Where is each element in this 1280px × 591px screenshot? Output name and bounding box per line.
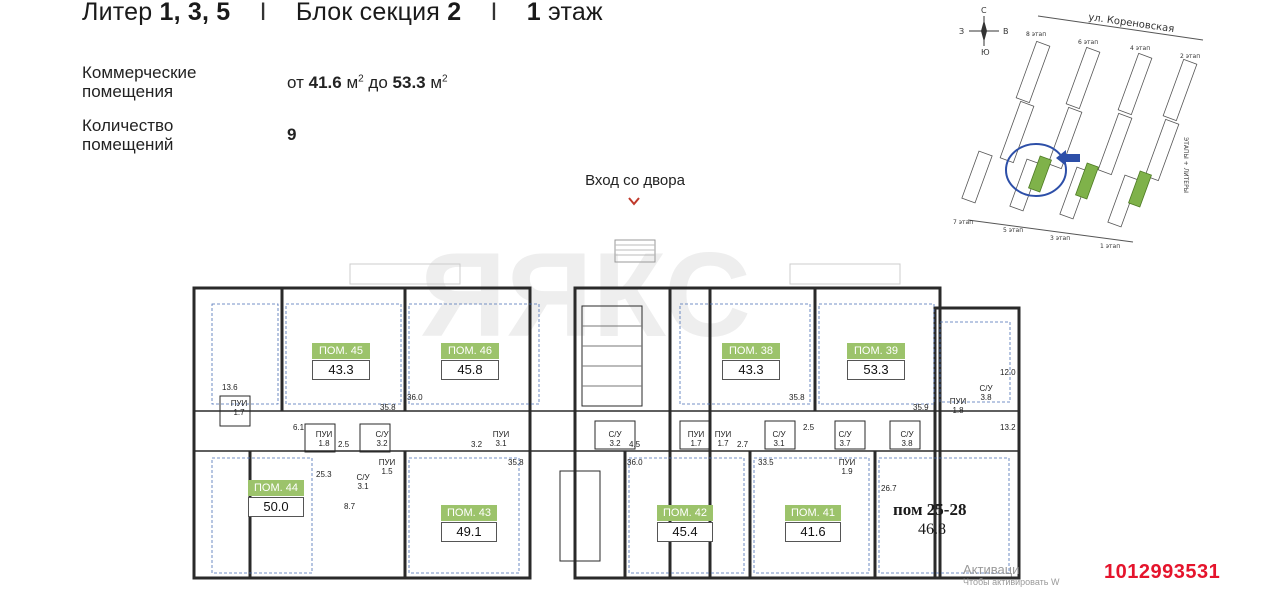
activation-watermark: Активаци Чтобы активировать W — [963, 563, 1059, 588]
area-to: 53.3 — [392, 73, 426, 92]
area-unit: м — [430, 73, 443, 92]
compass-icon — [969, 16, 999, 46]
room-tag[interactable]: ПОМ. 39 — [847, 343, 905, 359]
count-value: 9 — [287, 125, 297, 144]
plan-small-label: ПУИ 1.7 — [687, 430, 705, 448]
room-tag[interactable]: ПОМ. 45 — [312, 343, 370, 359]
area-from: 41.6 — [308, 73, 342, 92]
liter-value: 1, 3, 5 — [159, 0, 231, 26]
activation-watermark-line2: Чтобы активировать W — [963, 577, 1060, 587]
floor-plan: ЯЯКС — [192, 236, 1021, 580]
stage-label-2: 2 этап — [1180, 53, 1200, 60]
room-area: 41.6 — [785, 522, 841, 542]
room-tag[interactable]: ПОМ. 41 — [785, 505, 841, 521]
plan-small-label: 35.8 — [508, 458, 524, 467]
stage-label-6: 6 этап — [1078, 39, 1098, 46]
plan-small-label: ПУИ 3.1 — [492, 430, 510, 448]
count-label: Количество помещений — [82, 116, 174, 154]
plan-small-label: 4.5 — [629, 440, 641, 449]
plan-small-label: ПУИ 1.5 — [378, 458, 396, 476]
plan-small-label: С/У 3.7 — [838, 430, 852, 448]
plan-small-label: ПУИ 1.8 — [949, 397, 967, 415]
title-separator: I — [259, 0, 267, 26]
room-tag[interactable]: ПОМ. 42 — [657, 505, 713, 521]
plan-small-label: 35.8 — [380, 403, 396, 412]
room-area: 43.3 — [312, 360, 370, 380]
plan-small-label: 13.6 — [222, 383, 238, 392]
pointer-arrow-icon — [1056, 150, 1080, 166]
site-minimap: С Ю З В ул. Кореновская 8 этап 6 этап 4 … — [953, 6, 1204, 250]
merged-room-area: 46.8 — [918, 521, 946, 538]
merged-room-label: пом 25-28 — [893, 500, 967, 519]
stage-label-5: 5 этап — [1003, 227, 1023, 234]
compass-north: С — [981, 6, 987, 15]
room-area: 53.3 — [847, 360, 905, 380]
plan-small-label: 2.7 — [737, 440, 749, 449]
room-tag[interactable]: ПОМ. 38 — [722, 343, 780, 359]
liter-word: Литер — [82, 0, 153, 26]
stage-label-3: 3 этап — [1050, 235, 1070, 242]
plan-small-label: С/У 3.1 — [356, 473, 370, 491]
stage-label-8: 8 этап — [1026, 31, 1046, 38]
plan-small-label: 36.0 — [627, 458, 643, 467]
plan-small-label: С/У 3.2 — [608, 430, 622, 448]
compass-east: В — [1003, 27, 1009, 36]
plan-small-label: 8.7 — [344, 502, 356, 511]
plan-small-label: 36.0 — [407, 393, 423, 402]
floor-word: этаж — [548, 0, 603, 26]
plan-small-label: С/У 3.8 — [900, 430, 914, 448]
plan-small-label: ПУИ 1.9 — [838, 458, 856, 476]
floor-value: 1 — [526, 0, 541, 26]
street-label: ул. Кореновская — [1088, 12, 1175, 35]
plan-small-label: 26.7 — [881, 484, 897, 493]
plan-small-label: ПУИ 1.7 — [714, 430, 732, 448]
area-to-word: до — [368, 73, 388, 92]
highlight-ring — [1005, 143, 1067, 197]
room-area: 45.8 — [441, 360, 499, 380]
room-area: 43.3 — [722, 360, 780, 380]
plan-small-label: С/У 3.8 — [979, 384, 993, 402]
section-word: Блок секция — [295, 0, 441, 26]
plan-small-label: С/У 3.1 — [772, 430, 786, 448]
room-area: 50.0 — [248, 497, 304, 517]
plan-small-label: 2.5 — [803, 423, 815, 432]
activation-watermark-line1: Активаци — [963, 562, 1020, 577]
room-tag[interactable]: ПОМ. 44 — [248, 480, 304, 496]
room-tag[interactable]: ПОМ. 43 — [441, 505, 497, 521]
plan-small-label: 35.9 — [913, 403, 929, 412]
room-area: 45.4 — [657, 522, 713, 542]
room-tag[interactable]: ПОМ. 46 — [441, 343, 499, 359]
plan-small-label: 13.2 — [1000, 423, 1016, 432]
room-area: 49.1 — [441, 522, 497, 542]
plan-small-label: 2.5 — [338, 440, 350, 449]
title-separator: I — [490, 0, 498, 26]
compass-west: З — [959, 27, 964, 36]
page-title: Литер 1, 3, 5 I Блок секция 2 I 1 этаж — [82, 0, 603, 27]
commercial-label: Коммерческие помещения — [82, 63, 197, 101]
svg-text:ЯЯКС: ЯЯКС — [420, 236, 751, 362]
listing-id: 1012993531 — [1104, 561, 1221, 583]
compass-south: Ю — [981, 48, 990, 57]
plan-small-label: С/У 3.2 — [375, 430, 389, 448]
entrance-label: Вход со двора — [585, 172, 685, 189]
plan-small-label: 35.8 — [789, 393, 805, 402]
plan-small-label: 6.1 — [293, 423, 305, 432]
section-value: 2 — [447, 0, 462, 26]
plan-small-label: ПУИ 1.7 — [230, 399, 248, 417]
plan-small-label: 12.0 — [1000, 368, 1016, 377]
area-range: от 41.6 м2 до 53.3 м2 — [287, 73, 448, 92]
side-label: ЭТАПЫ + ЛИТЕРЫ — [1182, 137, 1189, 193]
plan-small-label: 3.2 — [471, 440, 483, 449]
plan-small-label: 25.3 — [316, 470, 332, 479]
area-unit: м — [346, 73, 359, 92]
chevron-down-icon — [628, 197, 640, 206]
stage-label-7: 7 этап — [953, 219, 973, 226]
plan-small-label: ПУИ 1.8 — [315, 430, 333, 448]
stage-label-1: 1 этап — [1100, 243, 1120, 250]
area-from-word: от — [287, 73, 304, 92]
plan-small-label: 33.5 — [758, 458, 774, 467]
stage-label-4: 4 этап — [1130, 45, 1150, 52]
